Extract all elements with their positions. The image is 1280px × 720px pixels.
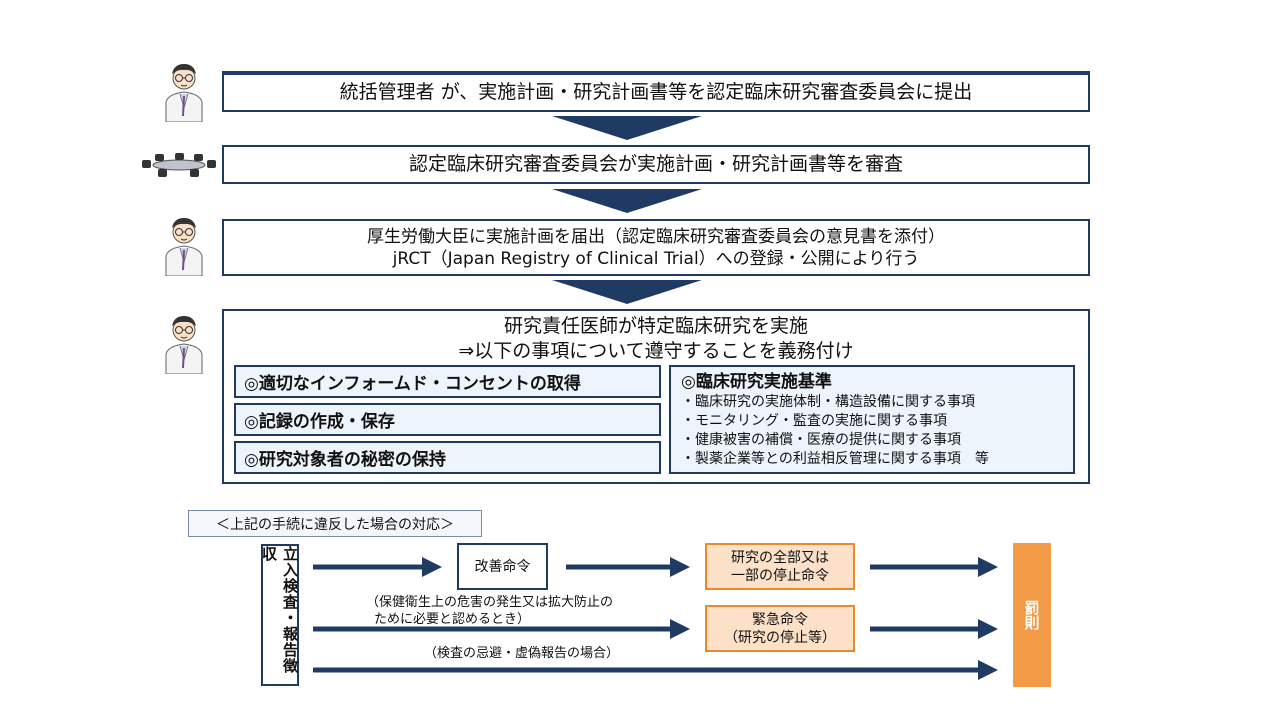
emergency-order-box: 緊急命令 （研究の停止等）: [705, 605, 855, 652]
flow-arrow-icon: [552, 116, 702, 140]
inspection-box: 立入検査・報告徴収: [260, 544, 299, 686]
suspension-order-box: 研究の全部又は 一部の停止命令: [705, 543, 855, 590]
standards-item: ・製薬企業等との利益相反管理に関する事項 等: [681, 451, 989, 467]
meeting-table-icon: [138, 150, 220, 180]
doctor-icon: [160, 58, 208, 123]
flow-arrow-icon: [552, 280, 702, 304]
implementation-standards-box: ◎臨床研究実施基準 ・臨床研究の実施体制・構造設備に関する事項 ・モニタリング・…: [669, 365, 1075, 474]
step-submit-text: が、実施計画・研究計画書等を認定臨床研究審査委員会に提出: [440, 81, 973, 103]
step-review-box: 認定臨床研究審査委員会が実施計画・研究計画書等を審査: [222, 145, 1090, 184]
improvement-order-box: 改善命令: [457, 543, 548, 590]
step-review-text: 認定臨床研究審査委員会が実施計画・研究計画書等を審査: [408, 153, 903, 175]
step-submit-box: 統括管理者が、実施計画・研究計画書等を認定臨床研究審査委員会に提出: [222, 71, 1090, 112]
obligation-confidentiality: ◎研究対象者の秘密の保持: [234, 441, 661, 474]
emergency-condition-note: （保健衛生上の危害の発生又は拡大防止の ために必要と認めるとき）: [366, 595, 614, 627]
step-conduct-line2: ⇒以下の事項について遵守することを義務付け: [458, 340, 854, 362]
penalty-box: 罰則: [1013, 543, 1051, 687]
violation-section-label: ＜上記の手続に違反した場合の対応＞: [188, 510, 482, 537]
standards-title: ◎臨床研究実施基準: [681, 372, 832, 392]
general-manager-label: 統括管理者: [339, 81, 435, 103]
step-notify-line2: jRCT（Japan Registry of Clinical Trial）への…: [392, 248, 920, 269]
standards-item: ・健康被害の補償・医療の提供に関する事項: [681, 432, 961, 448]
standards-item: ・臨床研究の実施体制・構造設備に関する事項: [681, 394, 975, 410]
step-notify-line1: 厚生労働大臣に実施計画を届出（認定臨床研究審査委員会の意見書を添付）: [367, 226, 945, 247]
evasion-condition-note: （検査の忌避・虚偽報告の場合）: [424, 646, 620, 661]
doctor-icon: [160, 310, 208, 375]
step-conduct-line1: 研究責任医師が特定臨床研究を実施: [503, 315, 808, 337]
step-notify-box: 厚生労働大臣に実施計画を届出（認定臨床研究審査委員会の意見書を添付） jRCT（…: [222, 219, 1090, 276]
doctor-icon: [160, 212, 208, 277]
standards-item: ・モニタリング・監査の実施に関する事項: [681, 413, 947, 429]
obligation-records: ◎記録の作成・保存: [234, 403, 661, 436]
flow-arrow-icon: [552, 189, 702, 213]
obligation-consent: ◎適切なインフォームド・コンセントの取得: [234, 365, 661, 398]
